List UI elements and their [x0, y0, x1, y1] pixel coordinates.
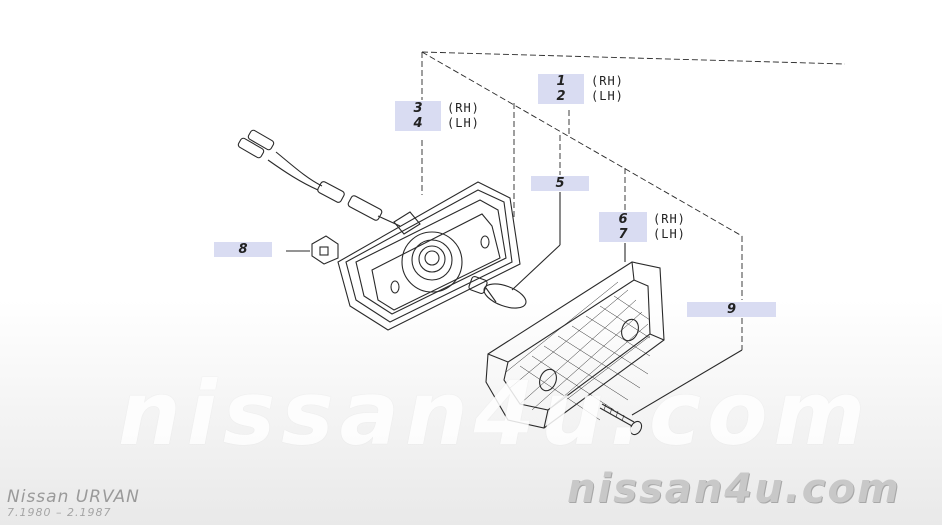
callout-3-side: (RH)	[447, 101, 480, 115]
callout-8[interactable]: 8	[214, 242, 272, 257]
callout-7[interactable]: 7	[599, 227, 647, 242]
callout-9[interactable]: 9	[687, 302, 776, 317]
lamp-housing	[337, 181, 521, 331]
callout-2-side: (LH)	[591, 89, 624, 103]
callout-3[interactable]: 3	[395, 101, 441, 116]
wire-harness	[237, 129, 401, 227]
callout-6[interactable]: 6	[599, 212, 647, 227]
lens	[485, 261, 665, 429]
callout-6-side: (RH)	[653, 212, 686, 226]
leader-lines	[421, 51, 846, 350]
callout-2[interactable]: 2	[538, 89, 584, 104]
callout-5[interactable]: 5	[531, 176, 589, 191]
clip-part	[311, 235, 339, 265]
vehicle-production-range: 7.1980 – 2.1987	[7, 506, 112, 519]
bulb	[468, 275, 527, 309]
callout-7-side: (LH)	[653, 227, 686, 241]
watermark-corner: nissan4u.com	[567, 466, 901, 512]
callout-1[interactable]: 1	[538, 74, 584, 89]
watermark-center: nissan4u.com	[118, 362, 872, 465]
callout-4-side: (LH)	[447, 116, 480, 130]
callout-1-side: (RH)	[591, 74, 624, 88]
screw	[599, 403, 643, 436]
vehicle-model: Nissan URVAN	[7, 487, 140, 507]
callout-4[interactable]: 4	[395, 116, 441, 131]
